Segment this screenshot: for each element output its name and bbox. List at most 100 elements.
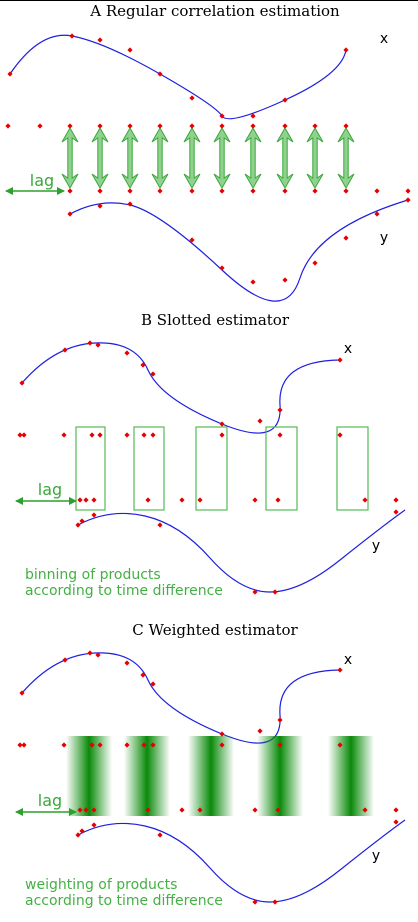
sample-point [282, 188, 288, 194]
sample-point [219, 123, 225, 129]
sample-point [141, 742, 147, 748]
sample-point [219, 265, 225, 271]
weight-band [188, 736, 234, 816]
sample-point [252, 899, 258, 905]
sample-point [337, 667, 343, 673]
sample-point [150, 681, 156, 687]
sample-point [275, 807, 281, 813]
sample-point [83, 497, 89, 503]
pair-arrow [276, 126, 294, 190]
sample-point [374, 188, 380, 194]
sample-point [97, 188, 103, 194]
sample-point [150, 371, 156, 377]
sample-point [124, 350, 130, 356]
sample-point [87, 650, 93, 656]
sample-point [282, 123, 288, 129]
sample-point [257, 728, 263, 734]
sample-point [62, 657, 68, 663]
panel-c-caption-line2: according to time difference [25, 893, 223, 909]
time-bin [265, 426, 298, 511]
time-bin [75, 426, 106, 511]
pair-arrow [306, 126, 324, 190]
panel-b-x-curve [21, 342, 341, 434]
sample-point [67, 188, 73, 194]
pair-arrow [121, 126, 139, 190]
panel-c-x-curve [21, 652, 341, 744]
sample-point [124, 660, 130, 666]
sample-point [97, 123, 103, 129]
sample-point [150, 742, 156, 748]
sample-point [157, 71, 163, 77]
sample-point [97, 742, 103, 748]
sample-point [393, 819, 399, 825]
sample-point [77, 497, 83, 503]
sample-point [141, 432, 147, 438]
sample-point [277, 717, 283, 723]
sample-point [69, 33, 75, 39]
sample-point [145, 497, 151, 503]
pair-arrow [213, 126, 231, 190]
panel-c: C Weighted estimator x lag y weighting o… [15, 621, 406, 909]
sample-point [362, 497, 368, 503]
pair-arrow [61, 126, 79, 190]
sample-point [157, 522, 163, 528]
panel-c-x-label: x [344, 652, 352, 668]
sample-point [89, 742, 95, 748]
time-bin [336, 426, 369, 511]
sample-point [97, 203, 103, 209]
sample-point [145, 807, 151, 813]
sample-point [179, 807, 185, 813]
sample-point [157, 188, 163, 194]
sample-point [189, 123, 195, 129]
sample-point [197, 497, 203, 503]
panel-b-title: B Slotted estimator [141, 311, 290, 329]
sample-point [91, 822, 97, 828]
sample-point [95, 652, 101, 658]
panel-c-samples [17, 650, 399, 905]
sample-point [219, 113, 225, 119]
pair-arrow [337, 126, 355, 190]
sample-point [393, 497, 399, 503]
sample-point [393, 807, 399, 813]
panel-b-lag-label: lag [38, 480, 62, 499]
sample-point [89, 432, 95, 438]
panel-b-y-label: y [372, 538, 380, 554]
panel-b-caption-line1: binning of products [25, 567, 161, 583]
sample-point [150, 432, 156, 438]
sample-point [252, 589, 258, 595]
sample-point [67, 123, 73, 129]
sample-point [277, 742, 283, 748]
sample-point [343, 235, 349, 241]
sample-point [91, 497, 97, 503]
panel-a-x-curve [9, 34, 347, 120]
panel-a: A Regular correlation estimation x y lag [5, 2, 411, 302]
sample-point [219, 742, 225, 748]
sample-point [219, 731, 225, 737]
sample-point [95, 342, 101, 348]
sample-point [275, 497, 281, 503]
sample-point [343, 47, 349, 53]
panel-b-bins [75, 426, 369, 511]
panel-b-y-curve [77, 509, 406, 593]
sample-point [189, 188, 195, 194]
panel-b-samples [17, 340, 399, 595]
sample-point [75, 832, 81, 838]
panel-b-x-label: x [344, 341, 352, 357]
weight-band [328, 736, 374, 816]
sample-point [67, 211, 73, 217]
sample-point [374, 211, 380, 217]
sample-point [219, 421, 225, 427]
panel-c-y-curve [77, 819, 406, 903]
pair-arrow [183, 126, 201, 190]
sample-point [77, 807, 83, 813]
sample-point [127, 47, 133, 53]
sample-point [140, 672, 146, 678]
panel-a-samples [5, 33, 411, 285]
panel-c-lag-label: lag [38, 791, 62, 810]
sample-point [7, 71, 13, 77]
sample-point [219, 188, 225, 194]
sample-point [272, 899, 278, 905]
sample-point [5, 123, 11, 129]
sample-point [157, 832, 163, 838]
